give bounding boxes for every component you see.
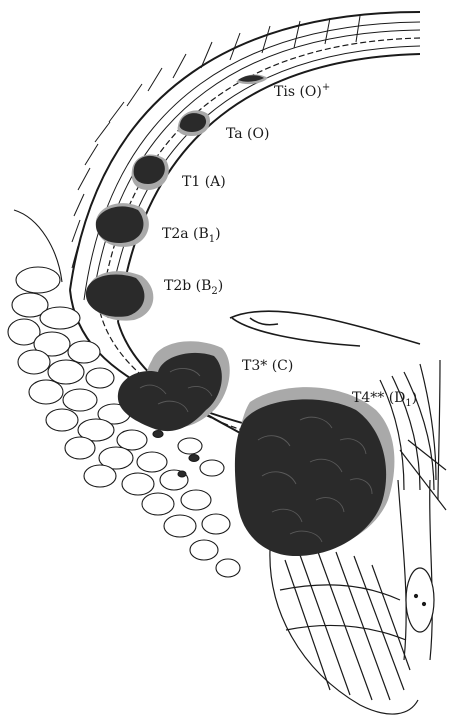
tumor-tis	[236, 75, 268, 85]
tumor-t2b	[86, 271, 153, 321]
rectal-fold	[230, 311, 420, 346]
tumor-ta	[178, 110, 210, 136]
label-ta: Ta (O)	[226, 126, 269, 142]
label-t1: T1 (A)	[182, 174, 226, 190]
label-t3: T3* (C)	[242, 358, 293, 374]
label-tis: Tis (O)+	[274, 82, 330, 100]
label-t2b: T2b (B2)	[164, 278, 223, 297]
label-t2a: T2a (B1)	[162, 226, 221, 245]
tumor-t4	[235, 387, 395, 556]
tumor-t1	[132, 155, 169, 190]
tumor-t2a	[96, 203, 149, 247]
